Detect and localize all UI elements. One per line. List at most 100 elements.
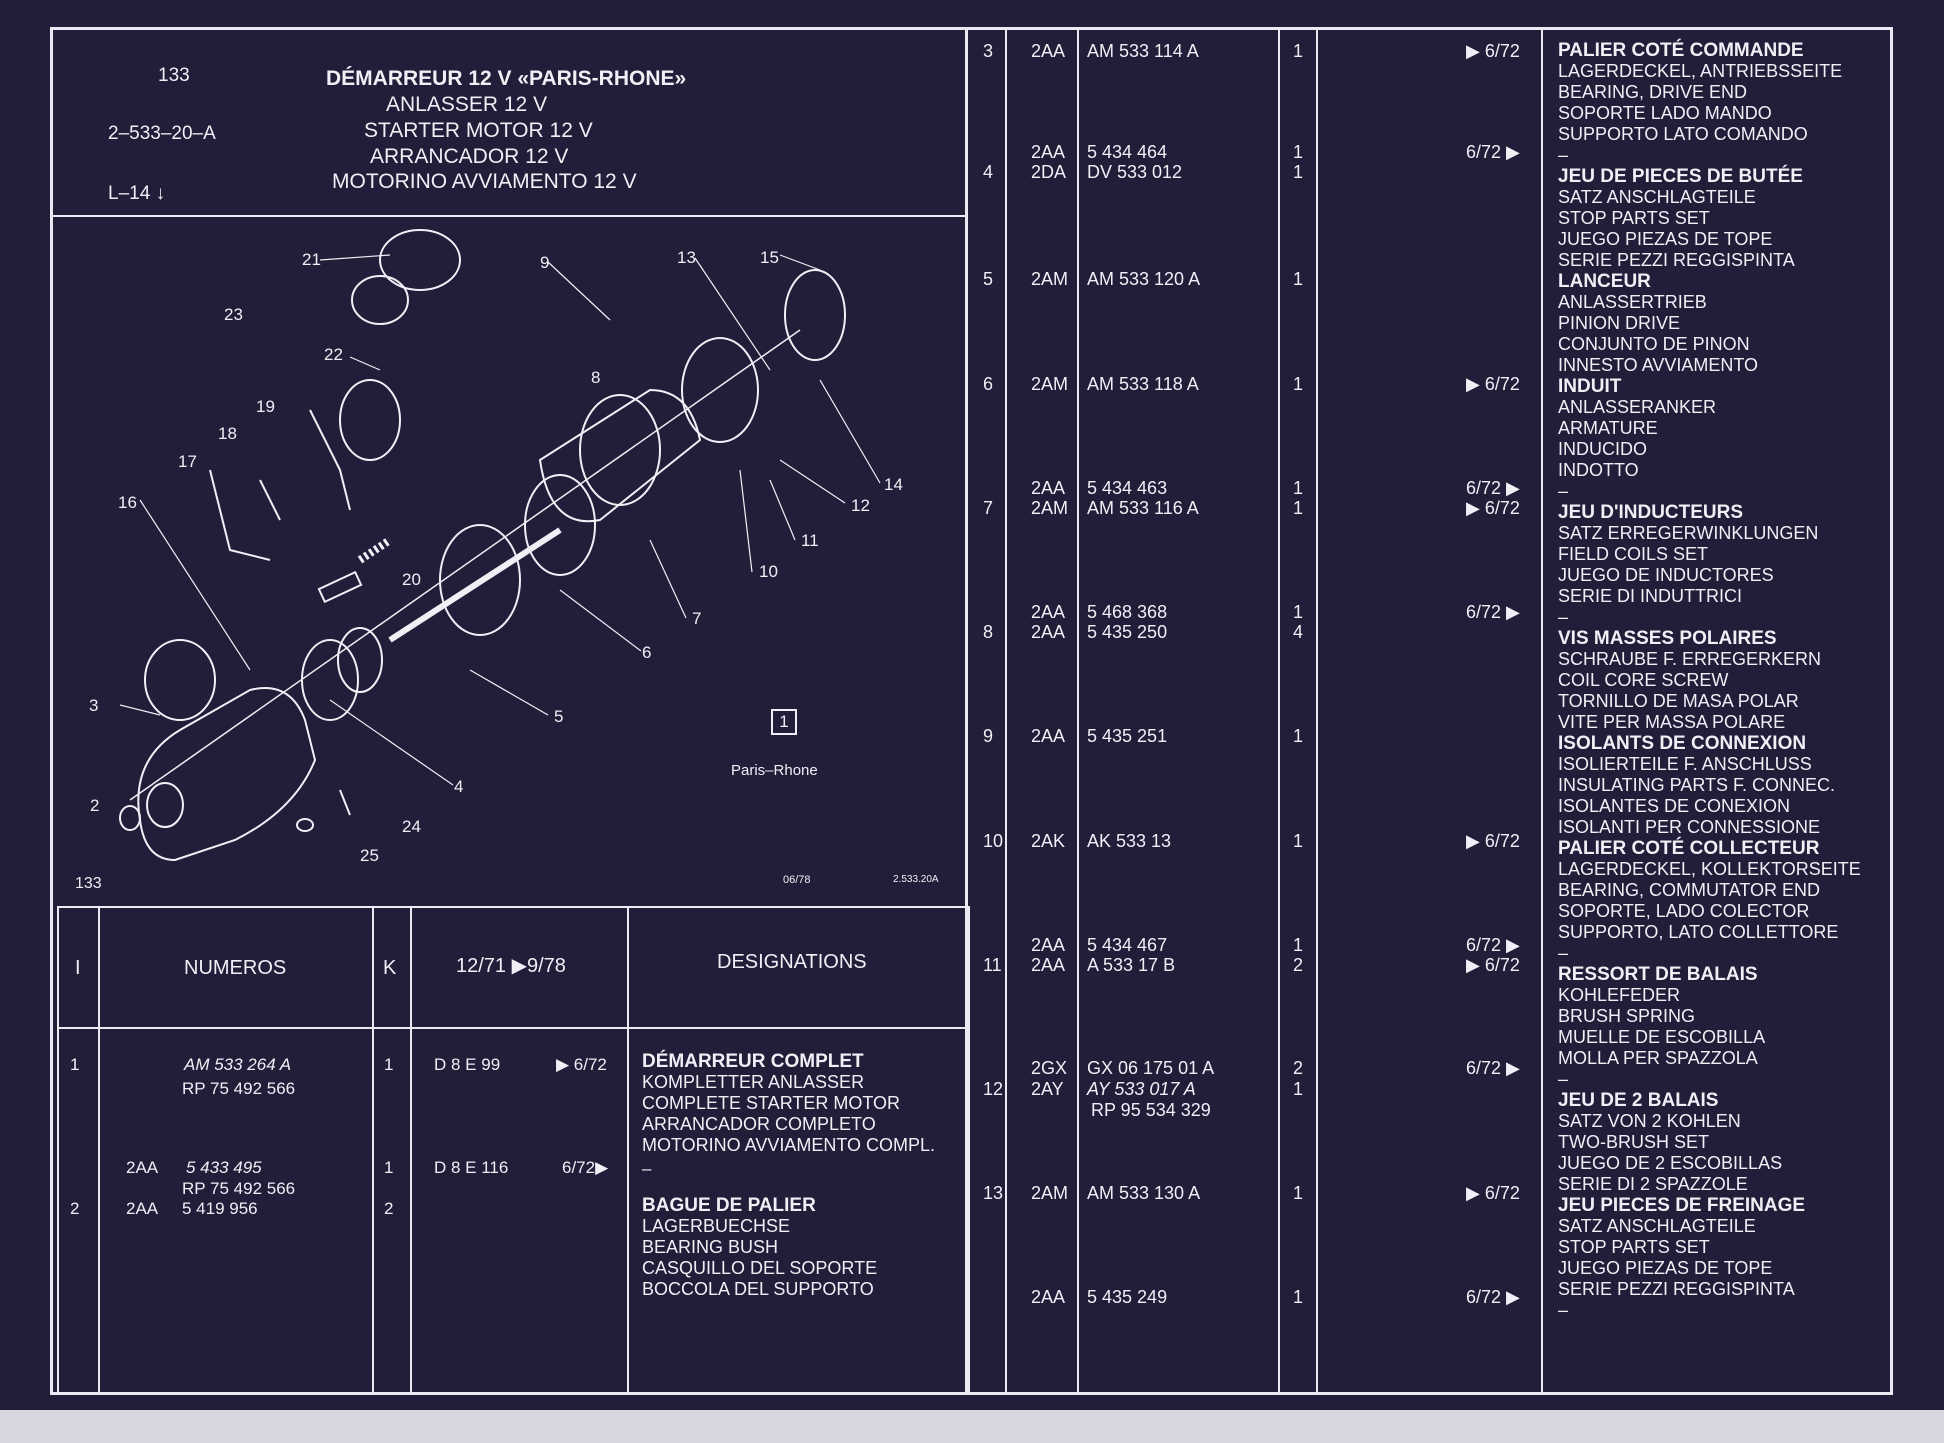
designation-line: ISOLIERTEILE F. ANSCHLUSS [1558, 754, 1812, 774]
designation-line: LAGERDECKEL, KOLLEKTORSEITE [1558, 859, 1861, 879]
figure-number-box: 1 [771, 709, 797, 735]
screw-part [339, 789, 351, 816]
table-header-divider [57, 1027, 970, 1029]
date-code: 06/78 [783, 874, 811, 886]
designation-line: INDUCIDO [1558, 439, 1647, 459]
right-row-number: 5 435 251 [1087, 726, 1168, 746]
designation-line: LANCEUR [1558, 271, 1651, 292]
right-row-qty: 1 [1293, 935, 1304, 955]
right-row-number: DV 533 012 [1087, 162, 1183, 182]
left-row-2-code: 2AA [126, 1199, 159, 1218]
designation-line: COMPLETE STARTER MOTOR [642, 1093, 901, 1113]
callout-5: 5 [554, 707, 564, 726]
yoke-part [538, 388, 702, 523]
right-row-qty: 1 [1293, 726, 1304, 746]
right-row-date: ▶ 6/72 [1466, 955, 1520, 975]
right-row-number: AM 533 114 A [1087, 41, 1199, 61]
designation-line: BEARING BUSH [642, 1237, 779, 1257]
header-divider [50, 215, 968, 217]
callout-3: 3 [89, 696, 99, 715]
designation-line: SOPORTE, LADO COLECTOR [1558, 901, 1810, 921]
designation-line: BRUSH SPRING [1558, 1006, 1696, 1026]
left-row-1-number-1: AM 533 264 A [184, 1055, 292, 1074]
left-row-1-item: 1 [70, 1055, 80, 1074]
right-row-number: 5 434 463 [1087, 478, 1168, 498]
right-row-number: AK 533 13 [1087, 831, 1172, 851]
left-row-2-qty: 2 [384, 1199, 394, 1218]
level-label: L–14 ↓ [108, 183, 166, 204]
armature-core [439, 524, 521, 636]
callout-22: 22 [324, 345, 343, 364]
left-row-1b-number-1: 5 433 495 [186, 1158, 262, 1177]
right-row-code: 2AY [1031, 1079, 1064, 1099]
part-reference: 2–533–20–A [108, 123, 216, 144]
right-row-qty: 1 [1293, 478, 1304, 498]
designation-line: ISOLANTS DE CONNEXION [1558, 733, 1807, 754]
drawing-reference: 2.533.20A [893, 874, 939, 885]
designation-line: DÉMARREUR COMPLET [642, 1051, 864, 1072]
right-row-qty: 1 [1293, 269, 1304, 289]
title-de: ANLASSER 12 V [386, 93, 548, 116]
right-row-item: 10 [983, 831, 1004, 851]
right-row-number: AM 533 118 A [1087, 374, 1199, 394]
designation-line: – [1558, 943, 1569, 963]
fork-part [309, 409, 351, 511]
callout-19: 19 [256, 397, 275, 416]
right-row-qty: 2 [1293, 955, 1304, 975]
nose-bore [146, 782, 184, 828]
film-edge [0, 1410, 1944, 1443]
designation-line: VIS MASSES POLAIRES [1558, 628, 1777, 649]
nose-housing [137, 687, 317, 862]
field-coil-part [579, 394, 661, 506]
pinion-collar-part [337, 627, 383, 693]
solenoid-cap-part [379, 229, 461, 291]
callout-7: 7 [692, 609, 702, 628]
right-row-item: 11 [983, 955, 1002, 975]
callout-24: 24 [402, 817, 421, 836]
designation-line: ISOLANTI PER CONNESSIONE [1558, 817, 1821, 837]
designation-line: TORNILLO DE MASA POLAR [1558, 691, 1799, 711]
armature-commutator [524, 474, 596, 576]
designation-line: PALIER COTÉ COLLECTEUR [1558, 838, 1820, 859]
right-row-item: 9 [983, 726, 994, 746]
exploded-diagram [119, 229, 881, 862]
left-row-1b-number-2: RP 75 492 566 [182, 1179, 296, 1198]
right-row-qty: 2 [1293, 1058, 1304, 1078]
designation-line: ARRANCADOR COMPLETO [642, 1114, 876, 1134]
right-row-date: 6/72 ▶ [1466, 935, 1520, 955]
designation-line: CONJUNTO DE PINON [1558, 334, 1750, 354]
right-row-date: ▶ 6/72 [1466, 1183, 1520, 1203]
spring-part [357, 536, 393, 564]
callout-23: 23 [224, 305, 243, 324]
designation-line: JUEGO DE INDUCTORES [1558, 565, 1774, 585]
left-row-1b-designation: – [642, 1159, 652, 1178]
callout-14: 14 [884, 475, 903, 494]
designation-line: ISOLANTES DE CONEXION [1558, 796, 1791, 816]
right-row-code: 2AA [1031, 955, 1066, 975]
designation-line: BEARING, COMMUTATOR END [1558, 880, 1821, 900]
designation-line: BEARING, DRIVE END [1558, 82, 1748, 102]
right-row-date: ▶ 6/72 [1466, 831, 1520, 851]
designation-line: CASQUILLO DEL SOPORTE [642, 1258, 878, 1278]
right-row-code: 2AA [1031, 726, 1066, 746]
right-col-divider-5 [1541, 27, 1543, 1395]
right-row-code: 2AA [1031, 478, 1066, 498]
right-col-divider-1 [1005, 27, 1007, 1395]
col-header-k: K [383, 957, 397, 979]
designation-line: SATZ ANSCHLAGTEILE [1558, 187, 1756, 207]
seal-ring-part [351, 275, 409, 325]
left-row-1b-qty: 1 [384, 1158, 394, 1177]
right-row-date: 6/72 ▶ [1466, 478, 1520, 498]
solenoid-part [339, 379, 401, 461]
designation-line: SUPPORTO LATO COMANDO [1558, 124, 1808, 144]
designation-line: – [1558, 607, 1569, 627]
designation-line: MUELLE DE ESCOBILLA [1558, 1027, 1766, 1047]
page-number: 133 [158, 65, 190, 86]
designation-line: KOHLEFEDER [1558, 985, 1681, 1005]
designation-line: MOTORINO AVVIAMENTO COMPL. [642, 1135, 936, 1155]
right-row-qty: 1 [1293, 142, 1304, 162]
left-row-1-qty: 1 [384, 1055, 394, 1074]
left-row-2-item: 2 [70, 1199, 80, 1218]
col-header-dates: 12/71 ▶9/78 [456, 955, 566, 977]
